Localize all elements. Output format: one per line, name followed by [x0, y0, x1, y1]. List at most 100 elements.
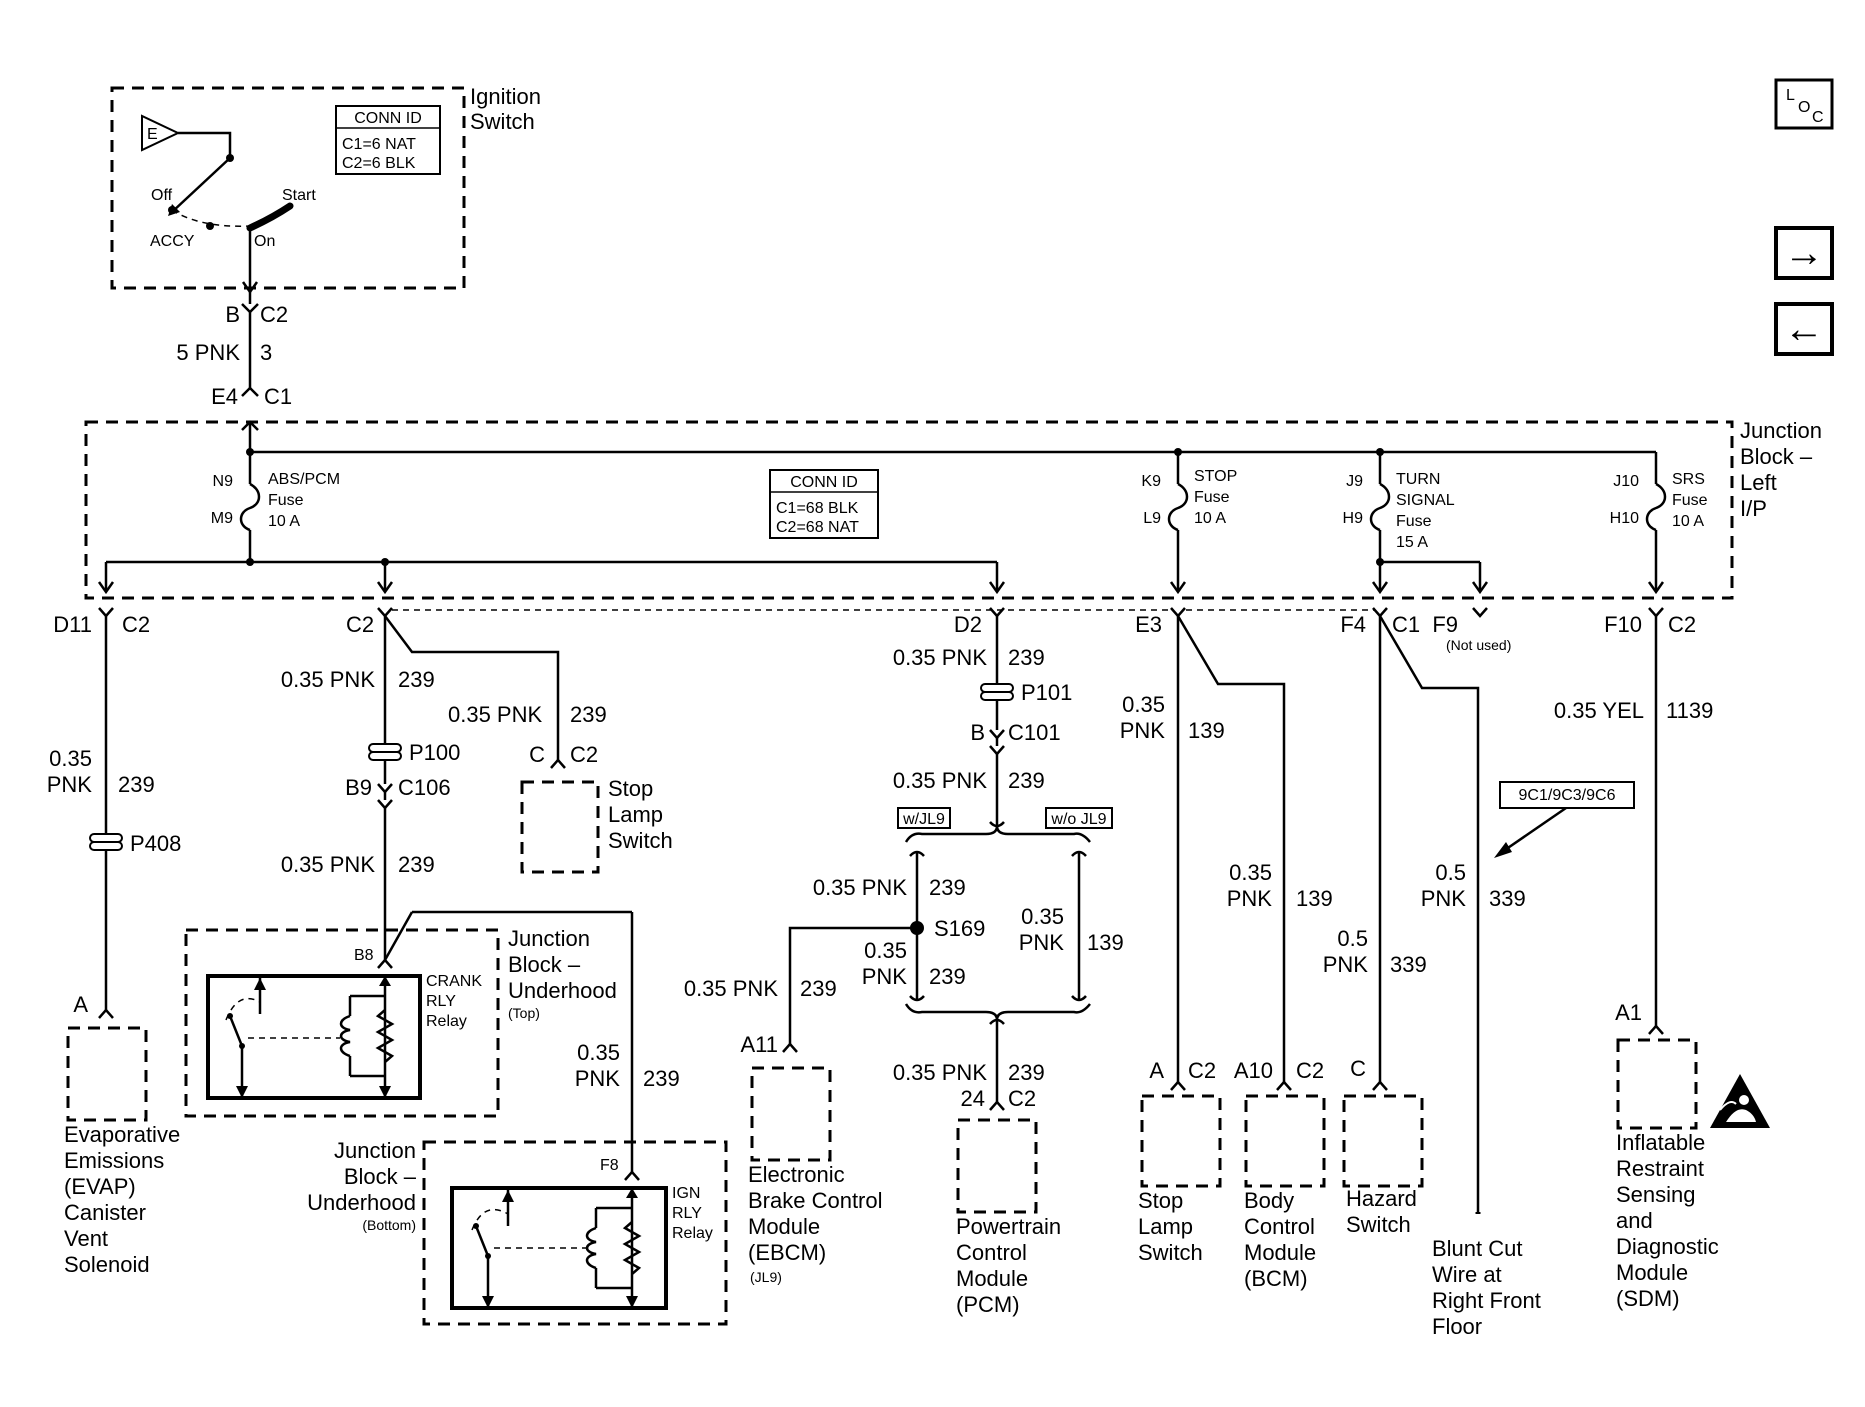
f9-note: (Not used) [1446, 637, 1511, 653]
bcm-name-3: Module [1244, 1240, 1316, 1265]
ign-pos-on: On [254, 233, 275, 250]
ebcm-name-2: Brake Control [748, 1188, 883, 1213]
loc-c: C [1812, 109, 1824, 126]
s169-circuit: 239 [929, 875, 966, 900]
f4-pin: F4 [1340, 612, 1366, 637]
wojl9-gauge-1: 0.35 [1021, 904, 1064, 929]
c2a-gauge: 0.35 PNK [281, 667, 375, 692]
relay-feed-gauge-1: 0.35 [577, 1040, 620, 1065]
jb-left-title-4: I/P [1740, 496, 1767, 521]
evap-name-1: Evaporative [64, 1122, 180, 1147]
ebcm-sub: (JL9) [750, 1269, 782, 1285]
c2a-gauge2: 0.35 PNK [281, 852, 375, 877]
ign-pos-start: Start [282, 187, 316, 204]
sdm-name-2: Restraint [1616, 1156, 1704, 1181]
hazard-gauge-1: 0.5 [1337, 926, 1368, 951]
jb-input-conn: C1 [264, 384, 292, 409]
splice-p408: P408 [130, 831, 181, 856]
s169b-gauge-2: PNK [862, 964, 908, 989]
relay-feed-circuit: 239 [643, 1066, 680, 1091]
wojl9-circuit: 139 [1087, 930, 1124, 955]
next-page-button[interactable]: → [1774, 226, 1834, 280]
jbu-bot-title-3: Underhood [307, 1190, 416, 1215]
ign-conn-c2: C2 [260, 302, 288, 327]
f10-pin: F10 [1604, 612, 1642, 637]
pcm-circuit: 239 [1008, 1060, 1045, 1085]
jbu-bot-sub: (Bottom) [362, 1217, 416, 1233]
ign-relay-3: Relay [672, 1225, 713, 1242]
e3-circuit: 139 [1188, 718, 1225, 743]
evap-circuit: 239 [118, 772, 155, 797]
ebcm-name-1: Electronic [748, 1162, 845, 1187]
c101-pin: B [970, 720, 985, 745]
sdm-name-1: Inflatable [1616, 1130, 1705, 1155]
ign-relay-feed: 0.35 PNK 239 [575, 912, 680, 1172]
jbu-top-sub: (Top) [508, 1005, 540, 1021]
bcm-gauge-2: PNK [1227, 886, 1273, 911]
c2-conn: C2 [346, 612, 374, 637]
stoplamp2-conn: C2 [1188, 1058, 1216, 1083]
blunt-circuit: 339 [1489, 886, 1526, 911]
option-wojl9: w/o JL9 [1050, 811, 1106, 828]
stoplamp-name-1: Stop [608, 776, 653, 801]
ignition-switch: Ignition Switch CONN ID C1=6 NAT C2=6 BL… [110, 84, 541, 290]
stoplamp2-pin: A [1149, 1058, 1164, 1083]
loc-l: L [1786, 87, 1795, 104]
evap-name-4: Canister [64, 1200, 146, 1225]
wire-top-circuit: 3 [260, 340, 272, 365]
splice-s169: S169 [934, 916, 985, 941]
ign-conn-id-c2: C2=6 BLK [342, 155, 416, 172]
evap-component-box [66, 1026, 148, 1122]
ebcm-gauge: 0.35 PNK [684, 976, 778, 1001]
e3-gauge-1: 0.35 [1122, 692, 1165, 717]
stoplamp-name-2: Lamp [608, 802, 663, 827]
sdm-name-7: (SDM) [1616, 1286, 1680, 1311]
stoplamp-conn: C2 [570, 742, 598, 767]
evap-name-5: Vent [64, 1226, 108, 1251]
s169b-gauge-1: 0.35 [864, 938, 907, 963]
d11-conn: C2 [122, 612, 150, 637]
fuse3-pin-in: J9 [1346, 473, 1363, 490]
stoplamp-pin: C [529, 742, 545, 767]
pcm-name-2: Control [956, 1240, 1027, 1265]
stoplamp-name-3: Switch [608, 828, 673, 853]
bcm-name-4: (BCM) [1244, 1266, 1308, 1291]
sdm-name-4: and [1616, 1208, 1653, 1233]
fuse2-type: Fuse [1194, 489, 1230, 506]
splice-p101: P101 [1021, 680, 1072, 705]
d2-circuit2: 239 [1008, 768, 1045, 793]
terminal-e-label: E [147, 126, 158, 143]
wojl9-gauge-2: PNK [1019, 930, 1065, 955]
d2-gauge2: 0.35 PNK [893, 768, 987, 793]
fuse2-pin-out: L9 [1143, 510, 1161, 527]
e3-pin: E3 [1135, 612, 1162, 637]
blunt-name-4: Floor [1432, 1314, 1482, 1339]
f4-conn: C1 [1392, 612, 1420, 637]
fuse4-pin-out: H10 [1610, 510, 1639, 527]
arrow-left-icon: ← [1784, 307, 1824, 351]
blunt-name-2: Wire at [1432, 1262, 1502, 1287]
loc-button[interactable]: L O C [1774, 78, 1834, 130]
fuse1-pin-out: M9 [211, 510, 233, 527]
pcm-conn: C2 [1008, 1086, 1036, 1111]
option-wjl9: w/JL9 [902, 811, 945, 828]
jbu-top-title-2: Block – [508, 952, 581, 977]
ign-pos-accy: ACCY [150, 233, 195, 250]
evap-pin: A [73, 992, 88, 1017]
blunt-name-1: Blunt Cut [1432, 1236, 1523, 1261]
jb-left-title-3: Left [1740, 470, 1777, 495]
ebcm-pin: A11 [740, 1032, 778, 1057]
crank-relay-3: Relay [426, 1013, 467, 1030]
circuit-stop-bcm: E3 0.35 PNK 139 0.35 PNK 139 A C2 Stop L… [1120, 607, 1333, 1291]
fuse1-name: ABS/PCM [268, 471, 340, 488]
prev-page-button[interactable]: ← [1774, 302, 1834, 356]
f9-pin: F9 [1432, 612, 1458, 637]
evap-gauge-1: 0.35 [49, 746, 92, 771]
d2-pin: D2 [954, 612, 982, 637]
fuse3-pin-out: H9 [1343, 510, 1364, 527]
fuse1-rating: 10 A [268, 513, 300, 530]
hazard-name-2: Switch [1346, 1212, 1411, 1237]
ign-conn-id-c1: C1=6 NAT [342, 136, 416, 153]
c106-conn: C106 [398, 775, 451, 800]
bcm-circuit: 139 [1296, 886, 1333, 911]
